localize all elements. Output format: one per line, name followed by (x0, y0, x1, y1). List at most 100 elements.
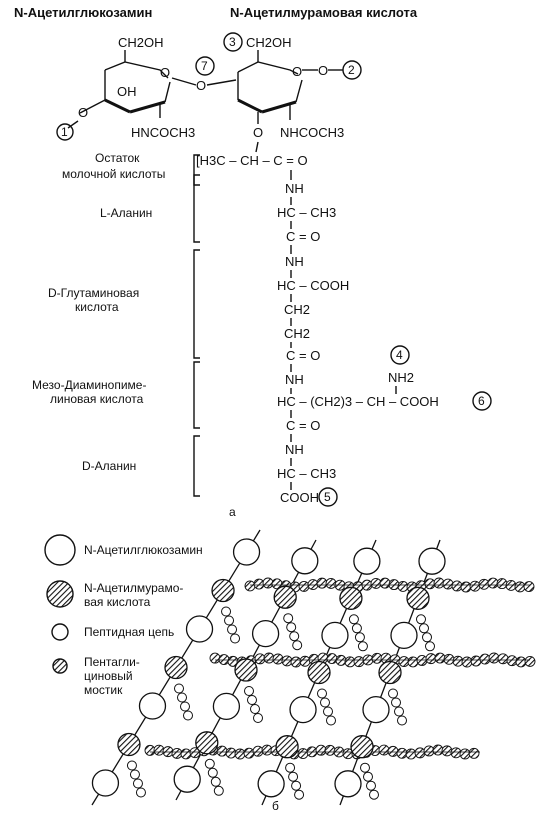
bridge-bead (478, 578, 490, 590)
peptide-bead (422, 632, 432, 643)
peptide-bead (126, 760, 137, 771)
peptide-bead (285, 762, 296, 773)
bridge-bead (468, 747, 480, 759)
murnac-residue (164, 655, 188, 680)
glcnac-residue (362, 695, 390, 724)
peptide-bead (132, 778, 143, 789)
bridge-bead (209, 652, 221, 664)
bridge-bead (388, 579, 400, 591)
murnac-residue (273, 585, 297, 609)
circle-6-label: 6 (478, 394, 485, 408)
glcnac-residue (91, 769, 120, 797)
peptide-bead (227, 624, 238, 635)
bridge-bead (479, 653, 491, 665)
label-lactate-line1: Остаток (95, 151, 140, 165)
murnac-residue (211, 578, 235, 603)
bridge-bead (460, 581, 472, 593)
bridge-bead (524, 655, 536, 667)
peptide-bead (129, 769, 140, 780)
bridge-bead (451, 580, 463, 592)
bridge-bead (353, 656, 365, 668)
bridge-bead (470, 655, 482, 667)
legend-icon-glcnac (44, 534, 76, 566)
bridge-bead (252, 745, 264, 757)
part-a: N-Ацетилглюкозамин N-Ацетилмурамовая кис… (14, 5, 492, 519)
bridge-bead (298, 580, 310, 592)
circle-3-label: 3 (229, 35, 236, 49)
bracket-d-ala (193, 435, 200, 497)
peptide-bead (213, 785, 224, 796)
bridge-bead (442, 578, 454, 590)
murnac-residue (275, 735, 299, 759)
peptide-bead (283, 613, 294, 624)
ring-left-o-sub: O (78, 105, 88, 120)
peptide-bead (174, 683, 184, 694)
bridge-bead (425, 653, 437, 665)
legend-icon-pentaglycine (52, 658, 68, 674)
glcnac-residue (185, 615, 214, 643)
glcnac-residue (334, 770, 362, 798)
label-l-ala: L-Аланин (100, 206, 152, 220)
bridge-bead (216, 745, 228, 757)
circle-4 (390, 345, 410, 365)
bridge-bead (244, 580, 256, 592)
peptide-bead (416, 614, 426, 625)
peptide-bead (180, 701, 190, 712)
peptidoglycan-lattice (91, 529, 536, 806)
peptide-bead (366, 780, 376, 791)
legend: N-Ацетилглюкозамин N-Ацетилмурамо- вая к… (44, 534, 203, 697)
chain-co-1: C = O (286, 229, 320, 244)
label-dap-line2: линовая кислота (50, 392, 144, 406)
murnac-residue (307, 660, 331, 685)
ring-right-o: O (292, 64, 302, 79)
bracket-d-glu (193, 249, 200, 359)
bridge-bead (325, 577, 337, 589)
bridge-bead (450, 747, 462, 759)
peptide-bead (207, 767, 218, 778)
bridge-bead (316, 577, 328, 589)
peptide-bead (397, 715, 407, 726)
bracket-dap (193, 361, 200, 429)
peptide-bead (291, 780, 302, 791)
bridge-bead (423, 745, 435, 757)
legend-label-pentaglycine-line3: мостик (84, 683, 123, 697)
bridge-bead (262, 577, 274, 589)
legend-label-murnac-line2: вая кислота (84, 595, 151, 609)
peptide-bead (363, 771, 373, 782)
bridge-bead (396, 747, 408, 759)
legend-label-peptide: Пептидная цепь (84, 625, 174, 639)
peptide-bead (351, 623, 362, 634)
circle-4-label: 4 (396, 348, 403, 362)
peptide-bead (244, 686, 254, 696)
chain-nh-4: NH (285, 442, 304, 457)
chain-ch2-a: CH2 (284, 302, 310, 317)
bridge-bead (488, 652, 500, 664)
peptide-bead (320, 697, 330, 708)
murnac-residue (234, 658, 258, 682)
title-murnac: N-Ацетилмурамовая кислота (230, 5, 418, 20)
peptide-bead (391, 697, 401, 708)
bridge-bead (433, 577, 445, 589)
chain-co-2: C = O (286, 348, 320, 363)
peptide-bead (286, 622, 297, 633)
legend-icon-murnac (46, 580, 74, 608)
bridge-bead (263, 652, 275, 664)
chain-dap: HC – (CH2)3 – CH – COOH (277, 394, 439, 409)
bridge-bead (171, 748, 183, 759)
peptide-bead (247, 695, 257, 705)
ring-left-oh: OH (117, 84, 137, 99)
bridge-bead (416, 655, 428, 666)
ring-murnac: 3 CH2OH O O 2 O NHCOCH3 (223, 32, 362, 153)
bridge-bead (370, 577, 382, 589)
peptide-bead (289, 631, 300, 642)
legend-label-murnac-line1: N-Ацетилмурамо- (84, 581, 183, 595)
peptide-bead (419, 623, 429, 634)
bridge-bead (254, 653, 266, 665)
glcnac-residue (289, 695, 317, 724)
chain-d-glu: HC – COOH (277, 278, 349, 293)
ring-glcnac: CH2OH O OH HNCOCH3 O 1 (56, 35, 195, 141)
glcnac-residue (232, 538, 261, 566)
bridge-bead (299, 655, 311, 667)
circle-3 (223, 32, 243, 52)
bridge-bead (432, 744, 444, 756)
